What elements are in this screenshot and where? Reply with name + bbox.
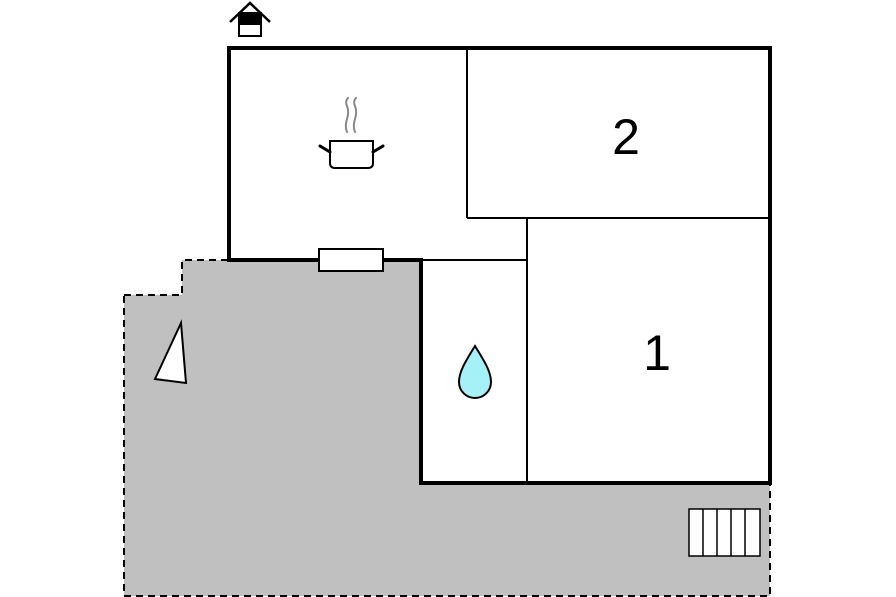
window-icon	[318, 248, 384, 272]
north-arrow-icon	[153, 319, 188, 385]
room-label-2: 2	[612, 109, 640, 165]
stairs-icon	[688, 508, 761, 557]
water-drop-icon	[457, 344, 493, 399]
house-entrance-icon	[229, 1, 271, 37]
room-label-1: 1	[643, 325, 671, 381]
cooking-pot-icon	[318, 97, 385, 169]
interior-walls	[421, 48, 770, 483]
